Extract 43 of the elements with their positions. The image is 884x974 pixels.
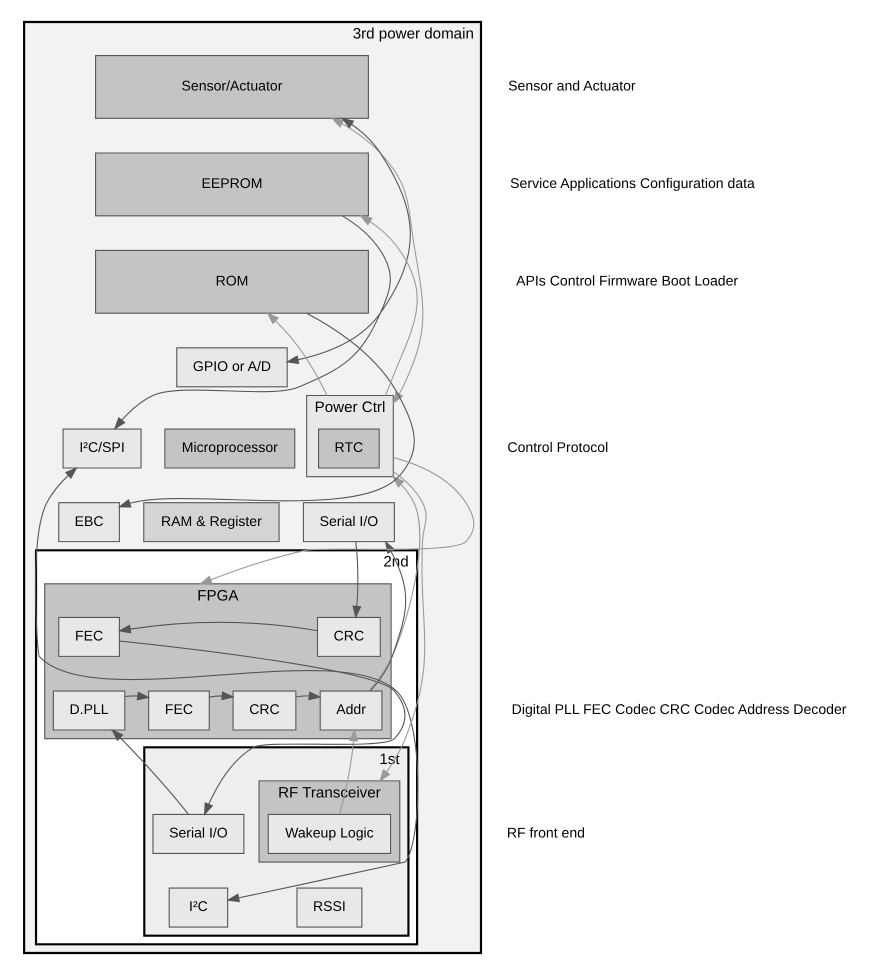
arrow — [199, 456, 474, 584]
node-box: CRC — [232, 690, 296, 730]
arrow — [296, 690, 322, 700]
node-box: D.PLL — [52, 690, 126, 730]
label: RF front end — [506, 824, 586, 840]
label: APIs Control Firmware Boot Loader — [516, 272, 738, 288]
arrow — [118, 621, 318, 634]
node-box: CRC — [316, 616, 381, 656]
arrow — [118, 312, 415, 508]
node-box: ROM — [95, 249, 369, 314]
label: Control Protocol — [507, 438, 608, 455]
node-box: Wakeup Logic — [268, 813, 392, 854]
node-box: I²C/SPI — [62, 428, 142, 468]
node-box: Serial I/O — [302, 502, 395, 542]
arrow — [286, 117, 411, 364]
arrow — [124, 690, 150, 700]
label: Service Applications Configuration data — [510, 174, 755, 191]
node-box: Addr — [320, 690, 382, 730]
node-box: Sensor/Actuator — [95, 54, 369, 118]
arrow — [359, 214, 418, 396]
node-box: Serial I/O — [152, 813, 244, 854]
arrow — [209, 690, 235, 700]
node-box: EBC — [58, 502, 120, 542]
node-box: FEC — [58, 616, 120, 656]
label: Sensor and Actuator — [508, 77, 636, 94]
arrow — [114, 214, 391, 430]
arrow — [266, 312, 328, 396]
node-box: RTC — [318, 428, 380, 468]
arrow — [379, 470, 427, 782]
arrow — [338, 728, 358, 814]
node-box: I²C — [168, 887, 228, 928]
node-box: RSSI — [296, 887, 362, 928]
arrow — [368, 475, 420, 691]
node-box: GPIO or A/D — [176, 346, 288, 387]
arrow — [111, 728, 189, 814]
node-box: EEPROM — [95, 152, 369, 216]
arrow — [120, 640, 406, 816]
label: Digital PLL FEC Codec CRC Codec Address Decoder — [512, 700, 846, 717]
node-box: RAM & Register — [143, 502, 280, 542]
node-box: FEC — [148, 690, 210, 730]
arrow — [352, 541, 362, 618]
node-box: Microprocessor — [164, 428, 296, 468]
arrow — [34, 466, 418, 902]
